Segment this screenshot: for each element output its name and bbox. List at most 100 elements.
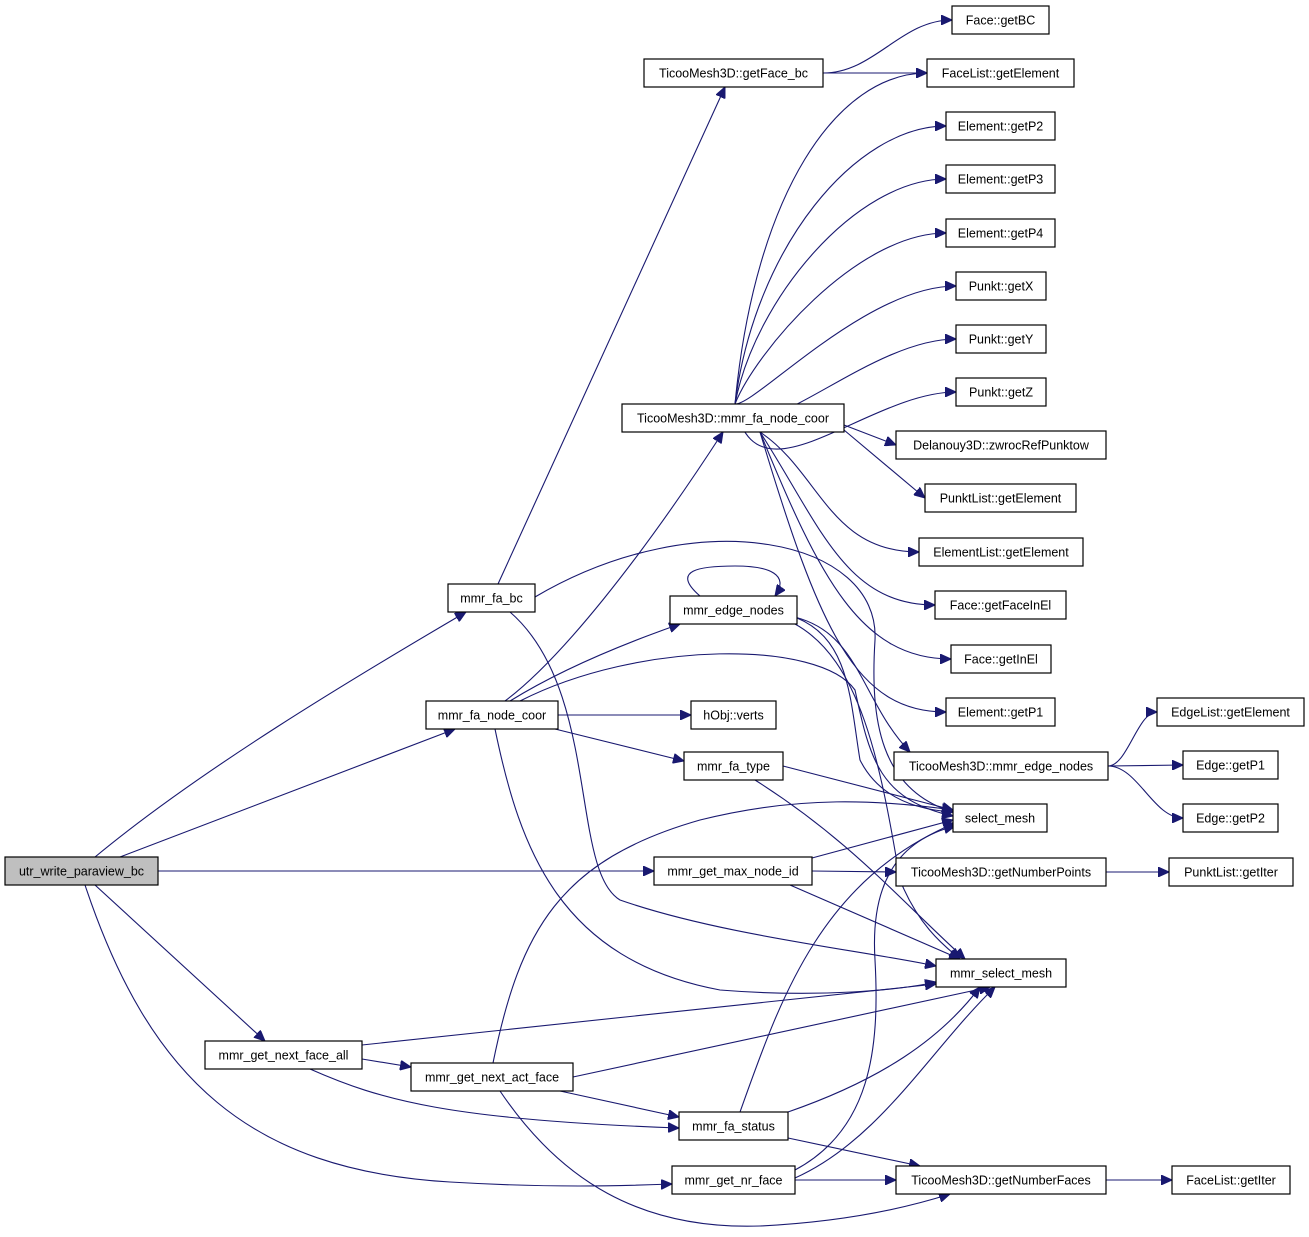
node-box bbox=[945, 218, 1056, 248]
edge-mmr_fa_type-to-mmr_select_mesh bbox=[754, 779, 965, 959]
node-box bbox=[952, 803, 1048, 833]
node-PunktList_getElement[interactable]: PunktList::getElement bbox=[924, 483, 1077, 513]
node-box bbox=[1168, 857, 1294, 887]
node-box bbox=[4, 856, 159, 886]
node-box bbox=[1182, 750, 1279, 780]
node-utr_write_paraview_bc[interactable]: utr_write_paraview_bc bbox=[4, 856, 159, 886]
node-mmr_get_nr_face[interactable]: mmr_get_nr_face bbox=[671, 1165, 796, 1195]
node-box bbox=[1156, 697, 1305, 727]
node-mmr_get_max_node_id[interactable]: mmr_get_max_node_id bbox=[653, 856, 813, 886]
node-mmr_get_next_act_face[interactable]: mmr_get_next_act_face bbox=[410, 1062, 574, 1092]
node-Edge_getP2[interactable]: Edge::getP2 bbox=[1182, 803, 1279, 833]
node-TicooMesh3D_getNumberFaces[interactable]: TicooMesh3D::getNumberFaces bbox=[895, 1165, 1107, 1195]
node-mmr_get_next_face_all[interactable]: mmr_get_next_face_all bbox=[204, 1040, 363, 1070]
node-box bbox=[945, 164, 1056, 194]
edge-utr_write_paraview_bc-to-mmr_fa_node_coor bbox=[119, 729, 455, 858]
edge-TicooMesh3D_mmr_fa_node_coor-to-Punkt_getX bbox=[734, 286, 956, 405]
edge-TicooMesh3D_getFace_bc-to-Face_getBC bbox=[822, 20, 952, 74]
edge-mmr_get_max_node_id-to-TicooMesh3D_getNumberPoints bbox=[811, 871, 896, 872]
node-box bbox=[671, 1165, 796, 1195]
node-Element_getP3[interactable]: Element::getP3 bbox=[945, 164, 1056, 194]
edge-mmr_fa_bc-to-TicooMesh3D_getFace_bc bbox=[497, 87, 725, 585]
node-box bbox=[678, 1111, 789, 1141]
node-Face_getInEl[interactable]: Face::getInEl bbox=[950, 644, 1052, 674]
node-Element_getP4[interactable]: Element::getP4 bbox=[945, 218, 1056, 248]
node-Punkt_getY[interactable]: Punkt::getY bbox=[955, 324, 1047, 354]
edge-mmr_get_next_act_face-to-TicooMesh3D_getNumberFaces bbox=[499, 1090, 950, 1227]
edge-mmr_edge_nodes-to-mmr_select_mesh bbox=[794, 623, 960, 959]
edge-mmr_fa_node_coor-to-mmr_edge_nodes bbox=[509, 624, 680, 702]
node-box bbox=[895, 857, 1107, 887]
node-box bbox=[204, 1040, 363, 1070]
node-box bbox=[934, 590, 1067, 620]
node-Punkt_getX[interactable]: Punkt::getX bbox=[955, 271, 1047, 301]
edge-TicooMesh3D_mmr_edge_nodes-to-Edge_getP2 bbox=[1107, 765, 1183, 818]
node-TicooMesh3D_getFace_bc[interactable]: TicooMesh3D::getFace_bc bbox=[643, 58, 824, 88]
node-Edge_getP1[interactable]: Edge::getP1 bbox=[1182, 750, 1279, 780]
node-TicooMesh3D_mmr_edge_nodes[interactable]: TicooMesh3D::mmr_edge_nodes bbox=[893, 751, 1109, 781]
node-TicooMesh3D_mmr_fa_node_coor[interactable]: TicooMesh3D::mmr_fa_node_coor bbox=[621, 403, 845, 433]
node-box bbox=[893, 751, 1109, 781]
node-box bbox=[690, 700, 777, 730]
edge-mmr_get_next_face_all-to-mmr_select_mesh bbox=[361, 984, 936, 1046]
node-mmr_select_mesh[interactable]: mmr_select_mesh bbox=[935, 958, 1067, 988]
edge-mmr_get_next_act_face-to-mmr_fa_status bbox=[559, 1090, 679, 1117]
node-box bbox=[955, 324, 1047, 354]
node-box bbox=[683, 751, 784, 781]
node-box bbox=[955, 377, 1047, 407]
node-Face_getBC[interactable]: Face::getBC bbox=[951, 5, 1050, 35]
edge-TicooMesh3D_mmr_fa_node_coor-to-Element_getP2 bbox=[734, 126, 946, 405]
edge-TicooMesh3D_mmr_fa_node_coor-to-ElementList_getElement bbox=[759, 431, 919, 552]
node-FaceList_getIter[interactable]: FaceList::getIter bbox=[1171, 1165, 1291, 1195]
node-Element_getP1[interactable]: Element::getP1 bbox=[945, 697, 1056, 727]
edge-mmr_get_next_face_all-to-mmr_fa_status bbox=[309, 1068, 679, 1128]
node-label: mmr_get_nr_face bbox=[685, 1174, 783, 1188]
node-label: Edge::getP1 bbox=[1196, 759, 1265, 773]
node-label: FaceList::getElement bbox=[942, 67, 1060, 81]
node-FaceList_getElement[interactable]: FaceList::getElement bbox=[926, 58, 1075, 88]
edge-mmr_fa_node_coor-to-select_mesh bbox=[519, 653, 953, 816]
node-mmr_fa_node_coor[interactable]: mmr_fa_node_coor bbox=[425, 700, 559, 730]
edge-mmr_fa_bc-to-mmr_select_mesh bbox=[509, 611, 936, 966]
node-label: PunktList::getElement bbox=[940, 492, 1062, 506]
edge-mmr_get_next_face_all-to-mmr_get_next_act_face bbox=[361, 1058, 411, 1067]
node-label: mmr_fa_bc bbox=[460, 592, 523, 606]
node-mmr_fa_type[interactable]: mmr_fa_type bbox=[683, 751, 784, 781]
node-TicooMesh3D_getNumberPoints[interactable]: TicooMesh3D::getNumberPoints bbox=[895, 857, 1107, 887]
node-label: Element::getP3 bbox=[958, 173, 1044, 187]
node-mmr_fa_bc[interactable]: mmr_fa_bc bbox=[447, 583, 536, 613]
node-hObj_verts[interactable]: hObj::verts bbox=[690, 700, 777, 730]
node-box bbox=[926, 58, 1075, 88]
node-Punkt_getZ[interactable]: Punkt::getZ bbox=[955, 377, 1047, 407]
node-label: Element::getP1 bbox=[958, 706, 1044, 720]
node-label: select_mesh bbox=[965, 812, 1035, 826]
node-Element_getP2[interactable]: Element::getP2 bbox=[945, 111, 1056, 141]
node-box bbox=[918, 537, 1084, 567]
edge-mmr_get_nr_face-to-mmr_select_mesh bbox=[794, 987, 995, 1179]
nodes-layer: utr_write_paraview_bc mmr_fa_bc mmr_fa_nod… bbox=[4, 5, 1305, 1195]
node-EdgeList_getElement[interactable]: EdgeList::getElement bbox=[1156, 697, 1305, 727]
node-box bbox=[1171, 1165, 1291, 1195]
node-PunktList_getIter[interactable]: PunktList::getIter bbox=[1168, 857, 1294, 887]
node-label: TicooMesh3D::getNumberFaces bbox=[911, 1174, 1090, 1188]
node-Face_getFaceInEl[interactable]: Face::getFaceInEl bbox=[934, 590, 1067, 620]
node-select_mesh[interactable]: select_mesh bbox=[952, 803, 1048, 833]
node-box bbox=[653, 856, 813, 886]
edge-mmr_get_next_act_face-to-mmr_select_mesh bbox=[572, 987, 990, 1078]
node-label: Delanouy3D::zwrocRefPunktow bbox=[913, 439, 1090, 453]
node-label: Element::getP4 bbox=[958, 227, 1044, 241]
edge-utr_write_paraview_bc-to-mmr_fa_bc bbox=[94, 612, 466, 858]
node-ElementList_getElement[interactable]: ElementList::getElement bbox=[918, 537, 1084, 567]
node-mmr_edge_nodes[interactable]: mmr_edge_nodes bbox=[669, 595, 798, 625]
node-Delanouy3D_zwrocRefPunktow[interactable]: Delanouy3D::zwrocRefPunktow bbox=[895, 430, 1107, 460]
edge-TicooMesh3D_mmr_fa_node_coor-to-Punkt_getZ bbox=[734, 392, 956, 450]
edge-TicooMesh3D_mmr_edge_nodes-to-EdgeList_getElement bbox=[1107, 712, 1157, 767]
node-label: Face::getFaceInEl bbox=[950, 599, 1051, 613]
node-mmr_fa_status[interactable]: mmr_fa_status bbox=[678, 1111, 789, 1141]
node-label: Punkt::getZ bbox=[969, 386, 1033, 400]
node-label: FaceList::getIter bbox=[1186, 1174, 1276, 1188]
edge-utr_write_paraview_bc-to-mmr_get_nr_face bbox=[84, 884, 672, 1186]
node-label: Element::getP2 bbox=[958, 120, 1044, 134]
edge-mmr_fa_status-to-select_mesh bbox=[739, 823, 955, 1113]
node-label: Face::getBC bbox=[966, 14, 1035, 28]
